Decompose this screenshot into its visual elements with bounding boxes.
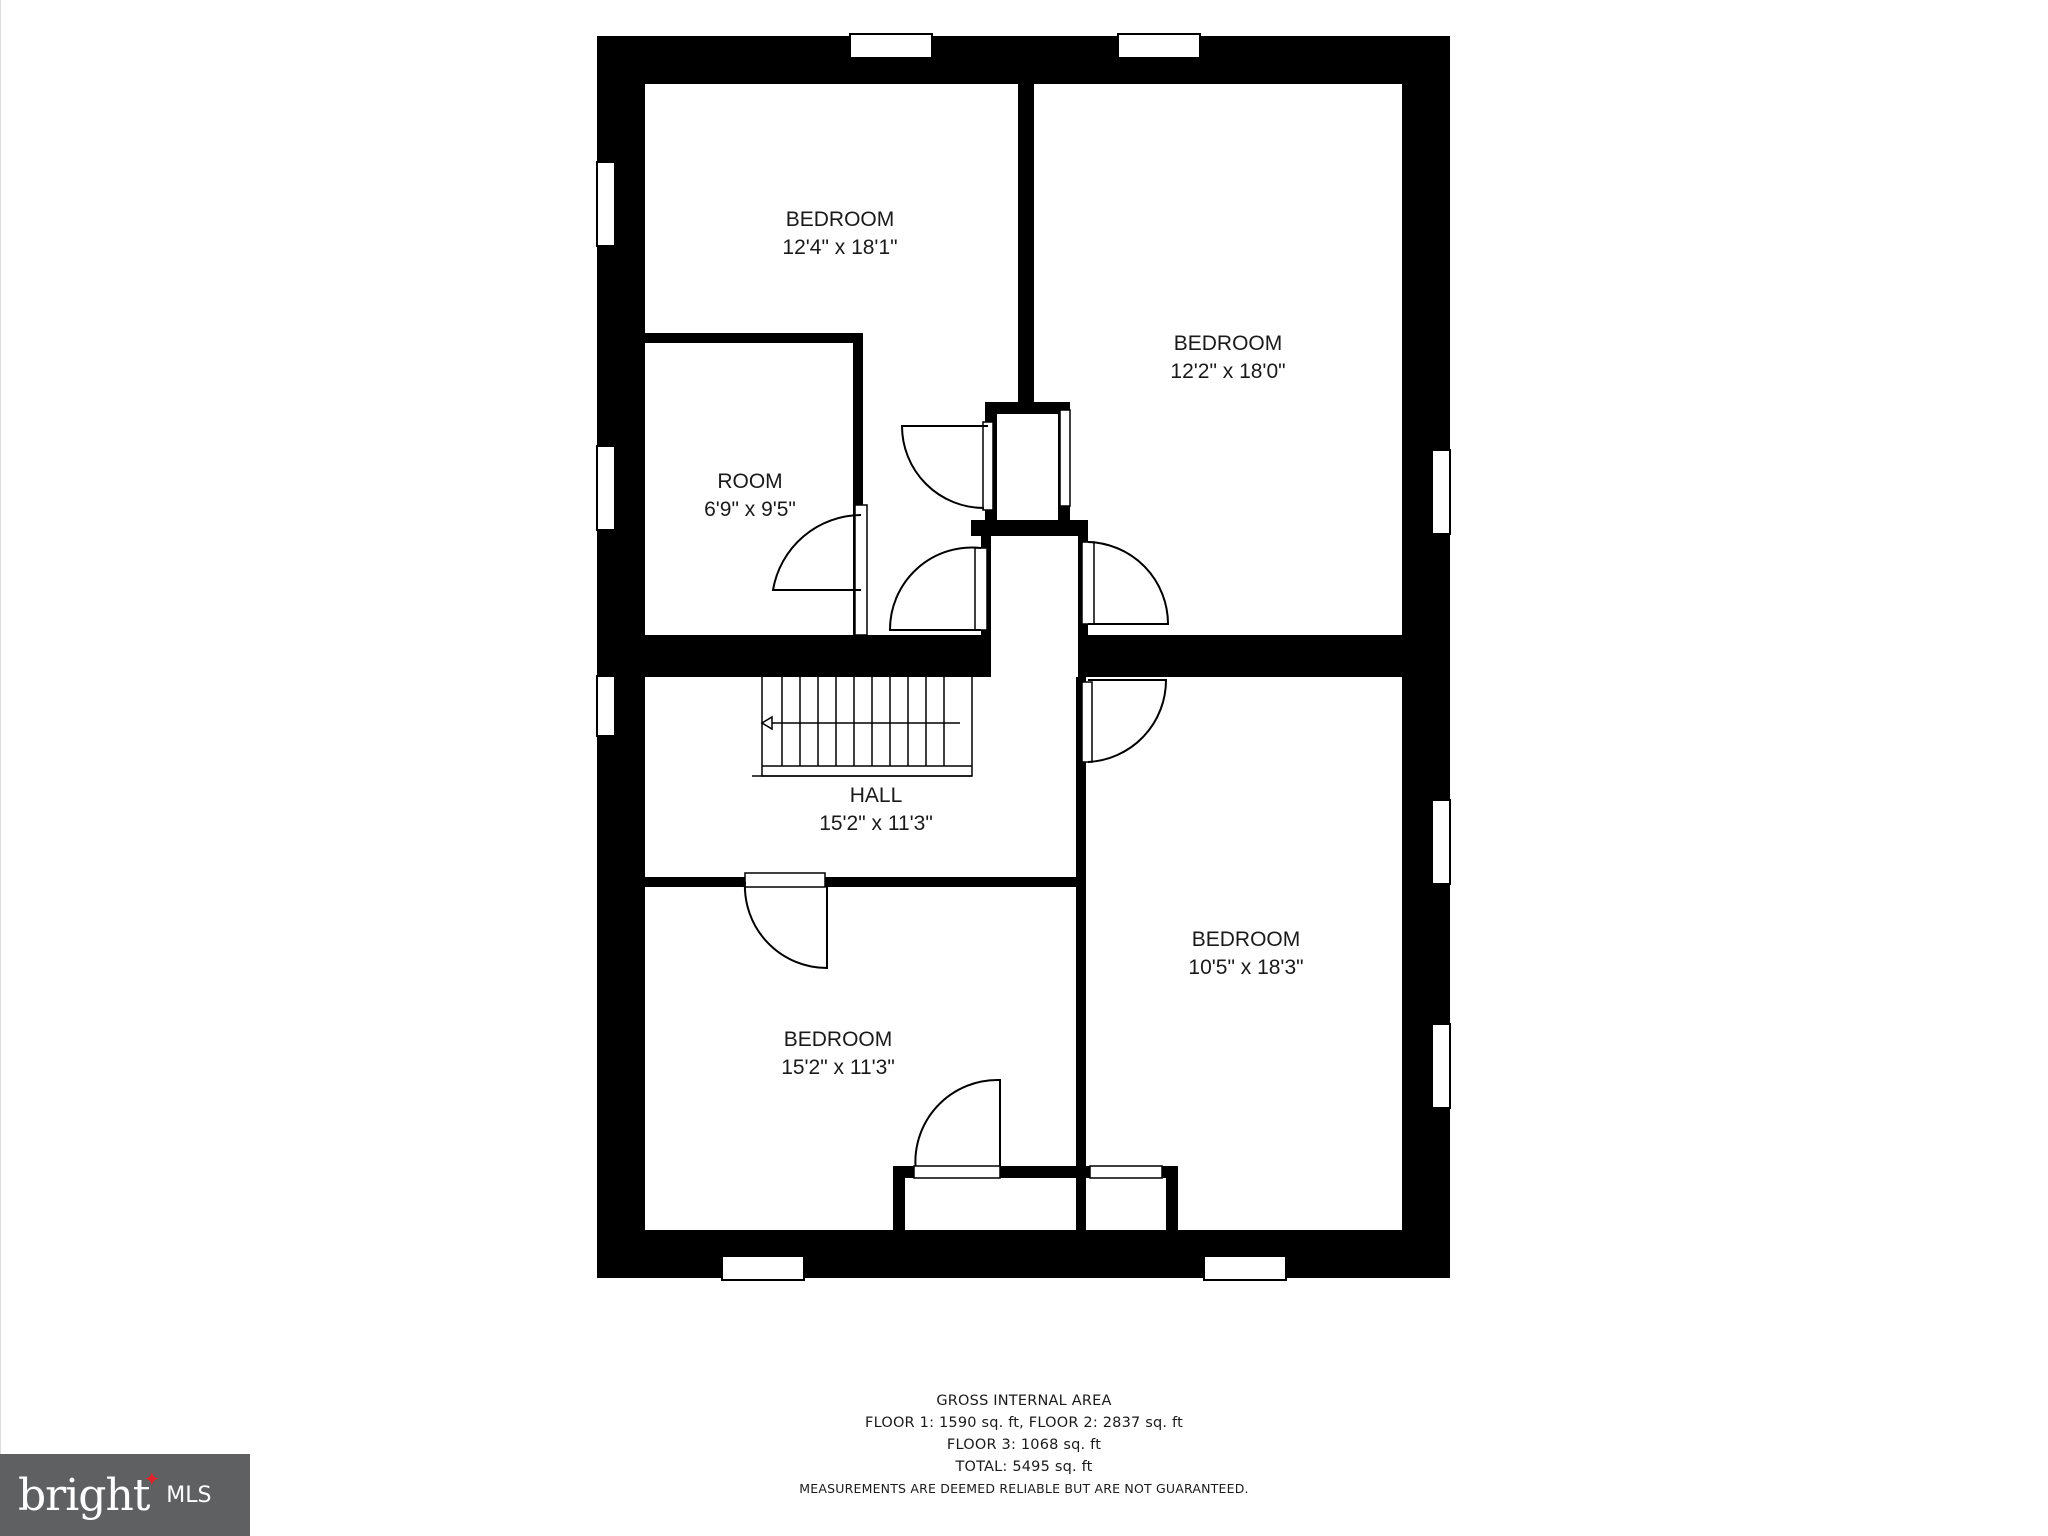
outer-walls [597,36,1450,1278]
room-size: 12'4" x 18'1" [782,236,897,259]
page-border [0,0,1,1536]
room-size: 15'2" x 11'3" [781,1056,895,1079]
window [849,33,933,59]
room-name: BEDROOM [786,208,895,231]
room-name: HALL [850,784,903,807]
windows [596,33,1451,1281]
window [1117,33,1201,59]
interior-walls [612,84,1402,1230]
area-line-floors-1-2: FLOOR 1: 1590 sq. ft, FLOOR 2: 2837 sq. … [865,1415,1183,1431]
window [1431,799,1451,885]
room-name: BEDROOM [784,1028,893,1051]
window [596,161,616,247]
area-disclaimer: MEASUREMENTS ARE DEEMED RELIABLE BUT ARE… [799,1481,1249,1496]
room-labels: BEDROOM 12'4" x 18'1" BEDROOM 12'2" x 18… [704,208,1304,1079]
room-name: ROOM [717,470,782,493]
area-line-total: TOTAL: 5495 sq. ft [955,1459,1093,1475]
stairs [752,675,973,777]
window [1431,449,1451,535]
room-size: 10'5" x 18'3" [1188,956,1303,979]
room-size: 15'2" x 11'3" [819,812,933,835]
logo-star-icon: ✦ [143,1468,161,1491]
area-heading: GROSS INTERNAL AREA [936,1393,1112,1409]
window [596,445,616,531]
window [721,1255,805,1281]
logo-suffix: MLS [166,1482,212,1508]
window [1203,1255,1287,1281]
room-size: 12'2" x 18'0" [1170,360,1285,383]
area-line-floor-3: FLOOR 3: 1068 sq. ft [946,1437,1102,1453]
window [1431,1023,1451,1109]
logo-word: bright [18,1469,150,1521]
room-name: BEDROOM [1192,928,1301,951]
window [596,675,616,737]
bright-mls-logo: bright ✦ MLS [0,1454,250,1536]
doors [743,409,1170,1179]
room-name: BEDROOM [1174,332,1283,355]
room-size: 6'9" x 9'5" [704,498,796,521]
gross-internal-area: GROSS INTERNAL AREA FLOOR 1: 1590 sq. ft… [0,1390,2048,1500]
